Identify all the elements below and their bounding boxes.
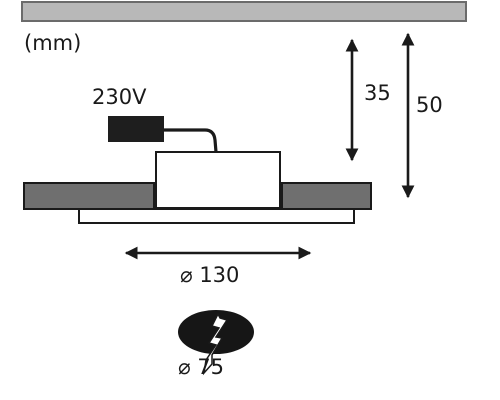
ceiling-strip xyxy=(21,1,467,22)
cut-saw-icon xyxy=(202,312,229,376)
height-50-label: 50 xyxy=(416,93,443,117)
driver-block xyxy=(108,116,164,142)
units-label: (mm) xyxy=(24,31,81,55)
ceiling-panel-right xyxy=(281,182,372,210)
cutout-75-label: ⌀ 75 xyxy=(178,355,224,379)
diameter-130-label: ⌀ 130 xyxy=(180,263,239,287)
luminaire-housing xyxy=(155,151,281,209)
power-cable xyxy=(164,128,218,153)
height-35-label: 35 xyxy=(364,81,391,105)
light-bezel xyxy=(78,208,355,224)
voltage-label: 230V xyxy=(92,85,147,109)
ceiling-panel-left xyxy=(23,182,155,210)
